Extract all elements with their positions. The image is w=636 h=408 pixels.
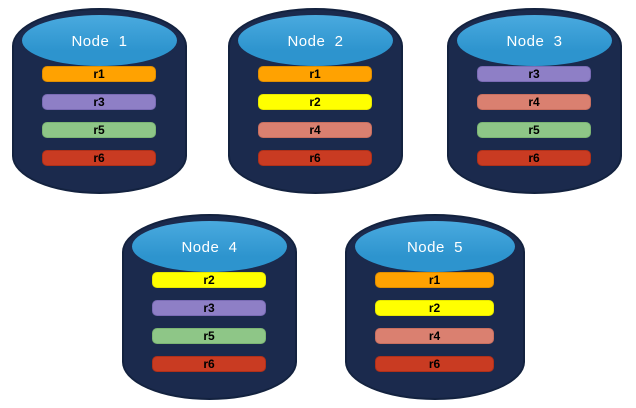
replica-bar: r6 — [152, 356, 266, 372]
node-title: Node 4 — [181, 239, 238, 256]
replica-list: r1 r2 r4 r6 — [258, 66, 372, 166]
db-node-3: Node 3 r3 r4 r5 r6 — [447, 8, 622, 194]
replica-list: r1 r3 r5 r6 — [42, 66, 156, 166]
replica-bar: r4 — [477, 94, 591, 110]
replica-bar: r6 — [477, 150, 591, 166]
replica-bar: r1 — [375, 272, 494, 288]
replica-bar: r6 — [42, 150, 156, 166]
replica-bar: r4 — [258, 122, 372, 138]
replica-bar: r1 — [258, 66, 372, 82]
node-title: Node 3 — [506, 33, 563, 50]
replica-bar: r5 — [477, 122, 591, 138]
cylinder-top: Node 4 — [129, 218, 290, 275]
replica-bar: r4 — [375, 328, 494, 344]
replica-bar: r5 — [42, 122, 156, 138]
replica-list: r1 r2 r4 r6 — [375, 272, 494, 372]
node-title: Node 1 — [71, 33, 128, 50]
cylinder-top: Node 5 — [352, 218, 518, 275]
replica-bar: r2 — [375, 300, 494, 316]
replica-bar: r3 — [152, 300, 266, 316]
replica-list: r2 r3 r5 r6 — [152, 272, 266, 372]
replica-bar: r3 — [477, 66, 591, 82]
replica-bar: r1 — [42, 66, 156, 82]
cylinder-top: Node 2 — [235, 12, 396, 69]
replica-list: r3 r4 r5 r6 — [477, 66, 591, 166]
replica-bar: r2 — [258, 94, 372, 110]
db-node-4: Node 4 r2 r3 r5 r6 — [122, 214, 297, 400]
replica-bar: r3 — [42, 94, 156, 110]
node-title: Node 5 — [406, 239, 464, 256]
replica-bar: r6 — [258, 150, 372, 166]
db-node-5: Node 5 r1 r2 r4 r6 — [345, 214, 525, 400]
cylinder-top: Node 1 — [19, 12, 180, 69]
node-title: Node 2 — [287, 33, 344, 50]
db-node-2: Node 2 r1 r2 r4 r6 — [228, 8, 403, 194]
cylinder-top: Node 3 — [454, 12, 615, 69]
replica-bar: r2 — [152, 272, 266, 288]
db-node-1: Node 1 r1 r3 r5 r6 — [12, 8, 187, 194]
replica-bar: r6 — [375, 356, 494, 372]
replica-bar: r5 — [152, 328, 266, 344]
